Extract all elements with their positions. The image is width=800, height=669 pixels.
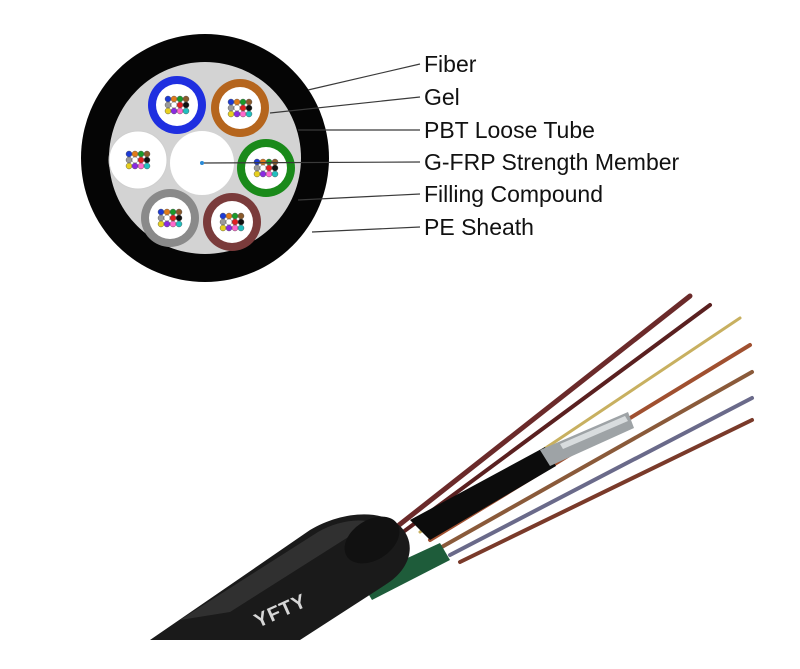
fiber	[239, 98, 247, 106]
label-gfrp-strength-member: G-FRP Strength Member	[424, 149, 680, 175]
fiber	[164, 107, 172, 115]
fiber	[227, 110, 235, 118]
cable-photo: YFTY	[150, 293, 754, 640]
fiber	[253, 164, 261, 172]
fiber	[245, 98, 253, 106]
fiber	[170, 101, 178, 109]
fiber	[265, 158, 273, 166]
jacket-highlight	[180, 520, 372, 620]
fiber-strand	[377, 293, 693, 543]
fiber	[219, 218, 227, 226]
fiber	[271, 170, 279, 178]
fiber	[225, 218, 233, 226]
fiber	[239, 110, 247, 118]
fiber-strand	[393, 303, 712, 540]
fiber	[143, 156, 151, 164]
component-labels: Fiber Gel PBT Loose Tube G-FRP Strength …	[424, 51, 680, 240]
fiber-strand	[458, 418, 754, 564]
fiber	[157, 208, 165, 216]
fiber	[125, 150, 133, 158]
fiber	[163, 214, 171, 222]
fiber	[164, 101, 172, 109]
fiber	[131, 156, 139, 164]
fiber	[245, 104, 253, 112]
fiber	[182, 101, 190, 109]
fiber	[170, 107, 178, 115]
jacket-cut-face	[344, 516, 400, 564]
label-gel: Gel	[424, 84, 460, 110]
fiber	[253, 170, 261, 178]
fiber	[143, 150, 151, 158]
fiber	[175, 220, 183, 228]
fiber	[163, 208, 171, 216]
fiber	[182, 107, 190, 115]
fiber	[271, 158, 279, 166]
cable-cross-section	[81, 34, 329, 282]
fiber	[164, 95, 172, 103]
fiber	[245, 110, 253, 118]
fiber	[253, 158, 261, 166]
label-filling-compound: Filling Compound	[424, 181, 603, 207]
fiber	[259, 164, 267, 172]
fiber	[170, 95, 178, 103]
fiber	[157, 220, 165, 228]
label-fiber: Fiber	[424, 51, 477, 77]
fiber	[237, 212, 245, 220]
fiber	[259, 158, 267, 166]
fiber	[233, 104, 241, 112]
leader-filling	[297, 193, 421, 201]
fiber	[163, 220, 171, 228]
fiber-strand	[448, 396, 754, 557]
leader-fiber	[307, 63, 421, 91]
fiber	[137, 162, 145, 170]
fiber	[131, 162, 139, 170]
label-pbt-loose-tube: PBT Loose Tube	[424, 117, 595, 143]
leader-gfrp	[203, 161, 421, 164]
leader-lines	[203, 63, 421, 233]
fiber	[259, 170, 267, 178]
fiber	[233, 110, 241, 118]
fiber	[237, 218, 245, 226]
fiber	[131, 150, 139, 158]
fiber	[137, 156, 145, 164]
leader-sheath	[311, 226, 421, 233]
fiber	[219, 212, 227, 220]
fiber	[157, 214, 165, 222]
fiber	[227, 104, 235, 112]
fiber	[169, 208, 177, 216]
fiber	[169, 220, 177, 228]
fiber	[265, 170, 273, 178]
fiber	[225, 212, 233, 220]
fiber	[231, 218, 239, 226]
fiber	[233, 98, 241, 106]
fiber	[125, 156, 133, 164]
strength-member-core	[200, 161, 204, 165]
fiber	[137, 150, 145, 158]
fiber-strand	[438, 370, 754, 550]
fiber	[175, 214, 183, 222]
fiber	[231, 212, 239, 220]
fiber	[225, 224, 233, 232]
fiber	[227, 98, 235, 106]
inner-loose-tube	[410, 447, 556, 540]
steel-tape-highlight	[560, 416, 628, 449]
fiber	[182, 95, 190, 103]
loose-tubes	[108, 76, 295, 251]
leader-gel	[269, 96, 421, 114]
fiber	[176, 107, 184, 115]
fiber	[175, 208, 183, 216]
fiber	[143, 162, 151, 170]
fiber	[239, 104, 247, 112]
fiber	[125, 162, 133, 170]
fiber	[176, 101, 184, 109]
fiber	[271, 164, 279, 172]
label-pe-sheath: PE Sheath	[424, 214, 534, 240]
fiber	[169, 214, 177, 222]
fiber	[219, 224, 227, 232]
fiber	[231, 224, 239, 232]
fiber	[237, 224, 245, 232]
fiber	[176, 95, 184, 103]
fiber	[265, 164, 273, 172]
